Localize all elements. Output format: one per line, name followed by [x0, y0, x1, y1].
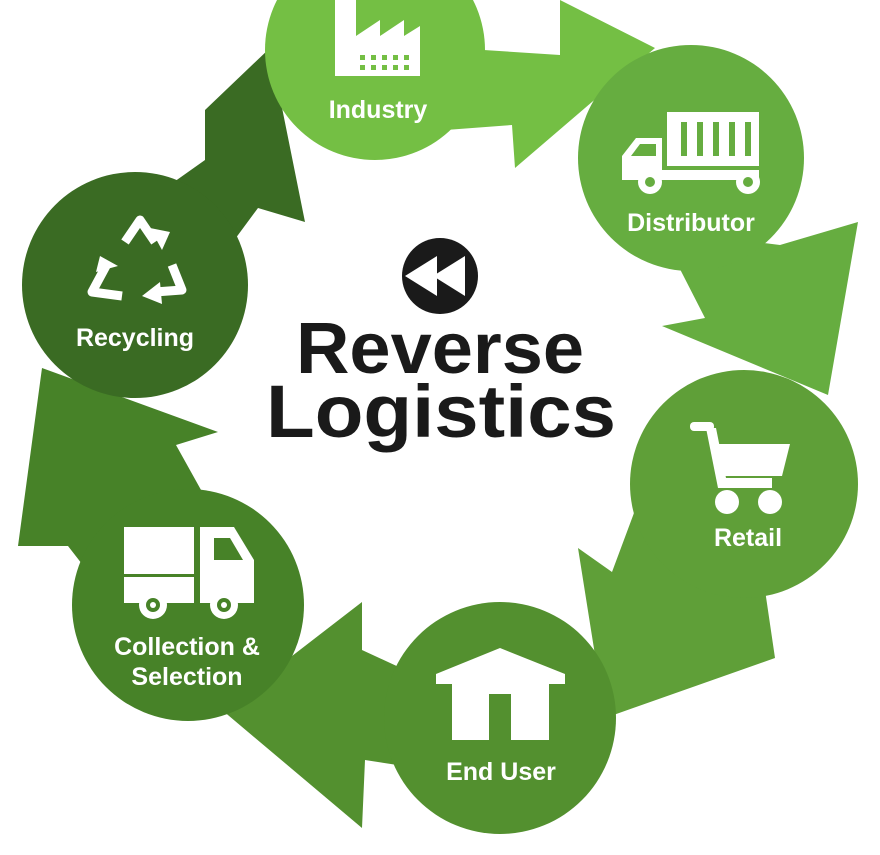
stage-label-retail: Retail: [714, 524, 782, 552]
delivery-truck-icon: [124, 527, 254, 619]
stage-recycling-circle: [22, 172, 248, 398]
stage-label-industry: Industry: [329, 96, 428, 124]
recycle-icon: [87, 215, 187, 304]
shopping-cart-icon: [690, 422, 790, 514]
stage-label-collection-line2: Selection: [131, 663, 242, 691]
stage-label-collection-line1: Collection &: [114, 633, 260, 661]
title-line-1: Reverse: [296, 309, 584, 389]
rewind-icon: [402, 238, 478, 314]
factory-icon: [335, 0, 420, 76]
title-line-2: Logistics: [266, 370, 616, 453]
stage-label-enduser: End User: [446, 758, 556, 786]
stage-industry-circle: [265, 0, 485, 160]
house-icon: [436, 648, 565, 740]
arrow-enduser-to-collection: [222, 602, 470, 828]
container-truck-icon: [622, 112, 760, 194]
stage-label-recycling: Recycling: [76, 324, 194, 352]
stage-label-distributor: Distributor: [627, 209, 755, 237]
